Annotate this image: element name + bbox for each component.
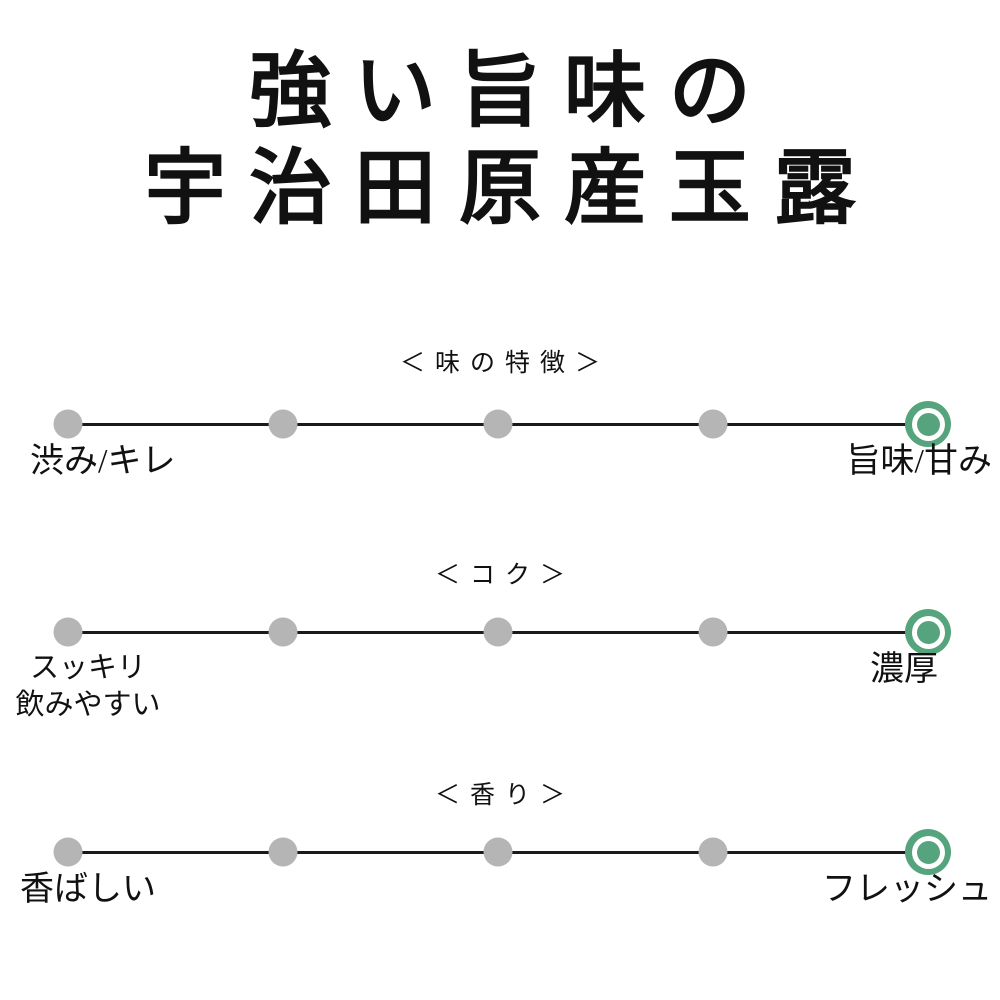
selected-level-dot	[905, 609, 951, 655]
selected-dot-ring	[911, 835, 945, 869]
scale-aroma-right-label: フレッシュ	[822, 871, 992, 908]
selected-dot-core	[916, 412, 940, 436]
level-dot	[53, 409, 83, 439]
level-dot	[698, 409, 728, 439]
selected-dot-ring	[911, 407, 945, 441]
scale-aroma-left-label: 香ばしい	[20, 871, 156, 908]
level-dot	[53, 617, 83, 647]
level-dot	[268, 409, 298, 439]
scale-aroma-title: ＜香り＞	[434, 782, 575, 809]
scale-taste-left-label: 渋み/キレ	[30, 443, 176, 480]
level-dot	[268, 617, 298, 647]
selected-dot-core	[916, 620, 940, 644]
scale-body-title: ＜コク＞	[434, 562, 575, 589]
scale-body-left-label: スッキリ 飲みやすい	[15, 652, 161, 721]
scale-taste-right-label: 旨味/甘み	[846, 443, 992, 480]
level-dot	[483, 837, 513, 867]
level-dot	[268, 837, 298, 867]
page-title-line-1: 強い旨味の	[249, 46, 774, 137]
scale-taste-title: ＜味の特徴＞	[399, 350, 610, 377]
selected-dot-ring	[911, 615, 945, 649]
level-dot	[53, 837, 83, 867]
level-dot	[483, 409, 513, 439]
selected-level-dot	[905, 401, 951, 447]
selected-dot-core	[916, 840, 940, 864]
level-dot	[698, 617, 728, 647]
level-dot	[483, 617, 513, 647]
level-dot	[698, 837, 728, 867]
page-title: 強い旨味の 宇治田原産玉露	[0, 44, 1000, 238]
selected-level-dot	[905, 829, 951, 875]
page-title-line-2: 宇治田原産玉露	[144, 142, 879, 234]
scale-body-right-label: 濃厚	[870, 651, 938, 688]
